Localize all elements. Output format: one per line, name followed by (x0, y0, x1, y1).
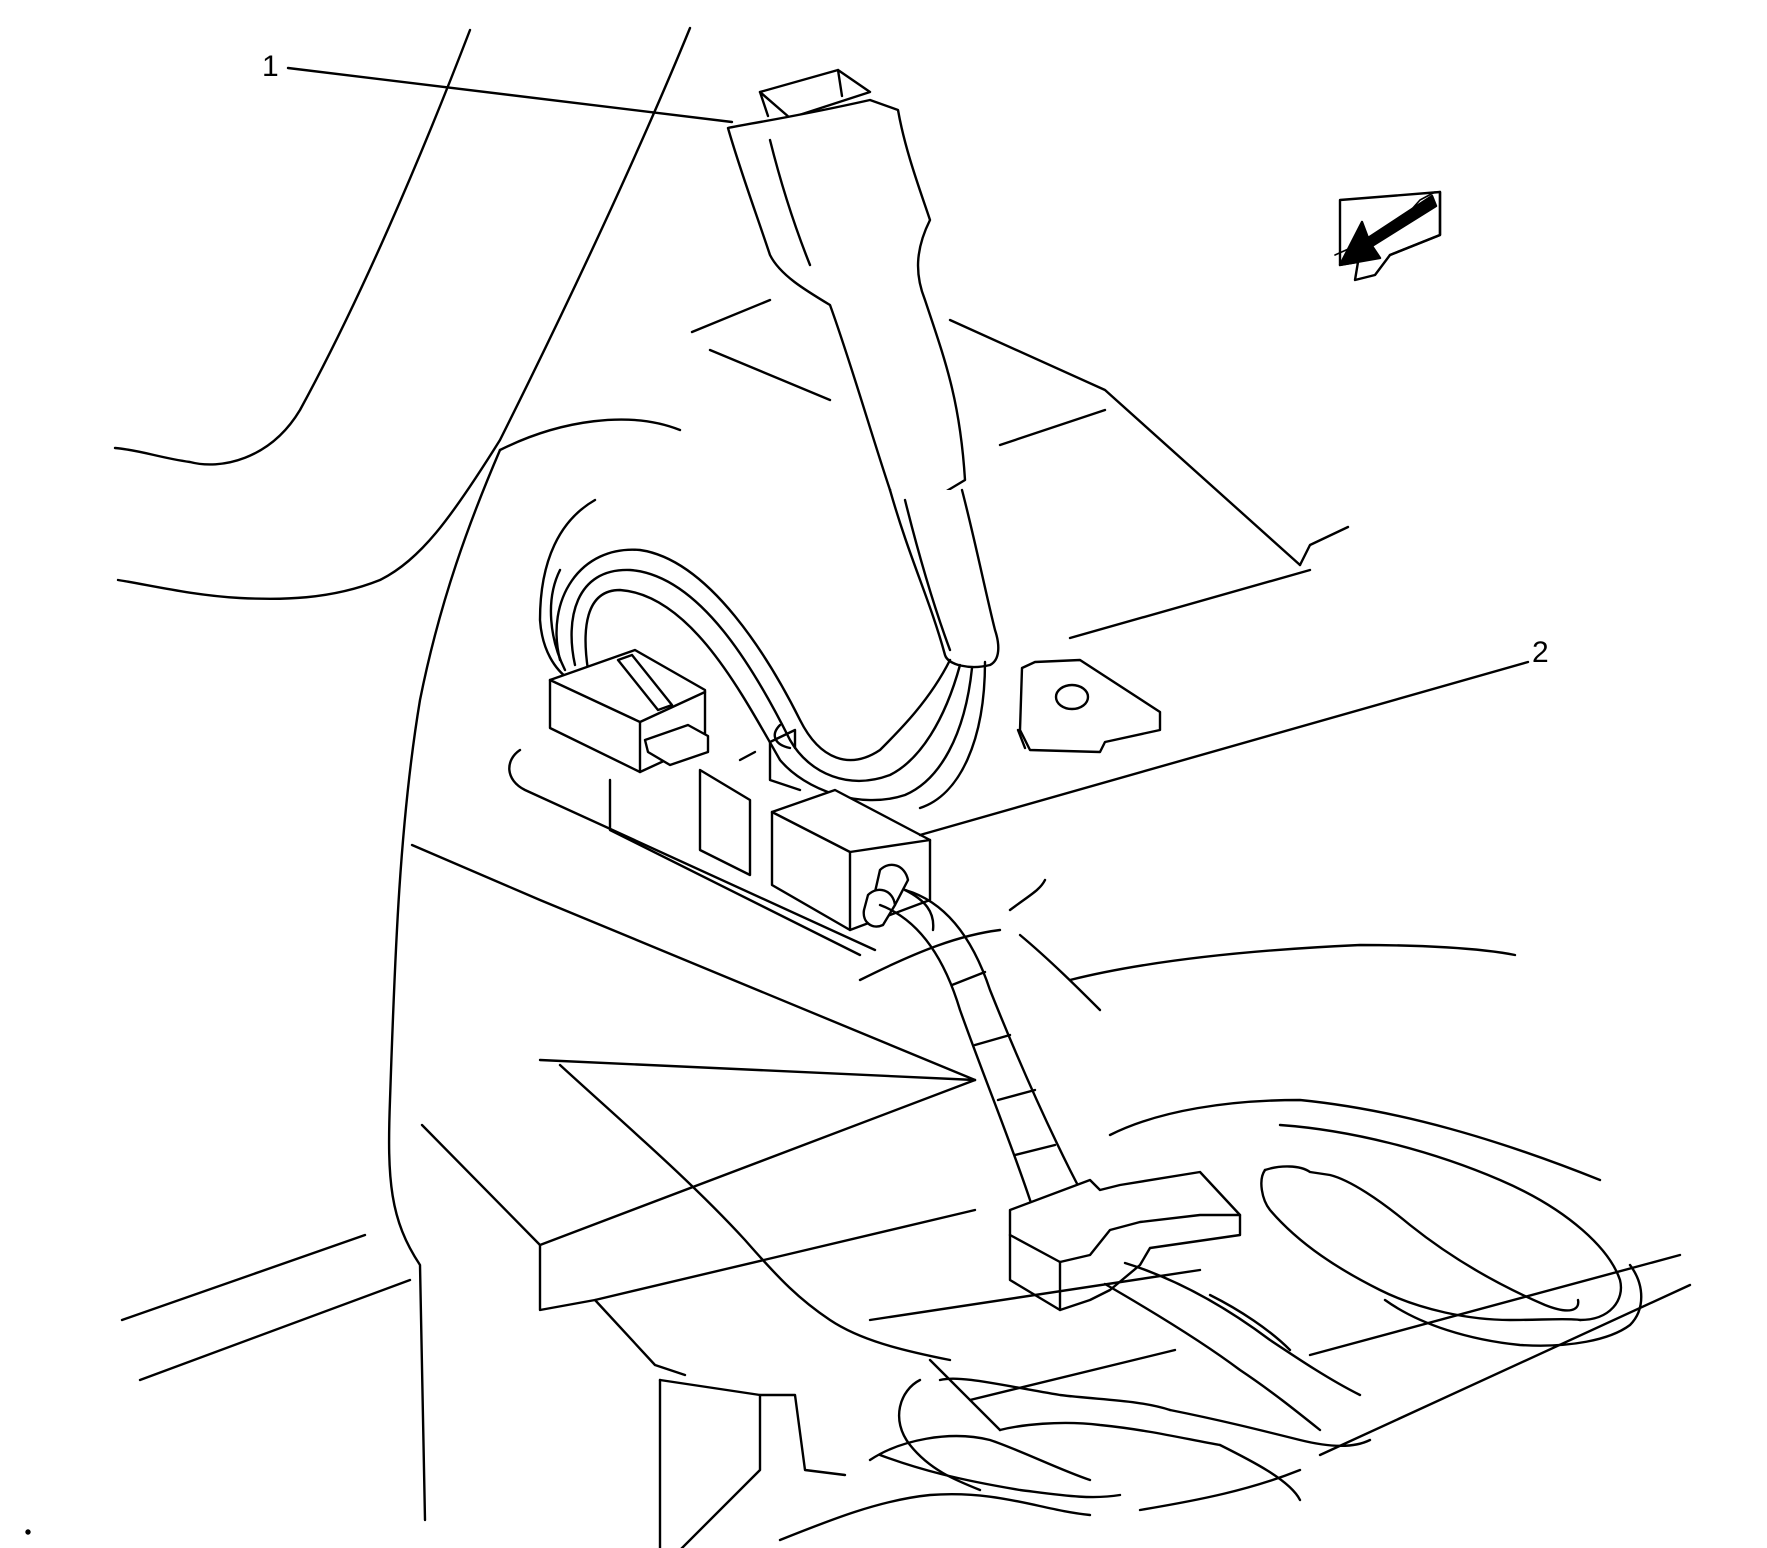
lever-knob-ridge (758, 68, 844, 118)
console-right-edge (948, 318, 1302, 567)
lower-floor-structure (410, 843, 1372, 1548)
callout-2-label: 2 (1532, 636, 1549, 669)
shifter-wiring-loops (538, 498, 987, 810)
mounting-hole (1054, 683, 1090, 711)
console-shelf-line (998, 408, 1107, 447)
mounting-bracket (1016, 658, 1162, 754)
callout-leaders (286, 66, 1530, 837)
left-connector (548, 648, 710, 774)
panel-curve-long (116, 26, 692, 601)
callout-1-leader (286, 66, 734, 124)
console-top-edge (690, 298, 772, 334)
lever-shaft (888, 488, 1000, 669)
panel-curve-left-upper (113, 28, 472, 466)
console-right-notch (1298, 525, 1350, 567)
lever-handle-inner-line (768, 138, 812, 267)
pillar-left-edge (387, 448, 502, 1522)
callout-2-leader (918, 660, 1530, 837)
right-floor-area (1068, 943, 1692, 1457)
body-panel-outlines (113, 26, 1350, 1522)
console-top-edge-2 (708, 348, 832, 402)
lever-shaft-inner (903, 498, 952, 652)
gear-selector-lever (726, 68, 1000, 669)
stray-dot (25, 1529, 31, 1535)
floor-line-left-1 (120, 1233, 367, 1322)
pillar-inner-edge (498, 418, 682, 452)
lever-handle-outline (726, 98, 967, 502)
floor-line-left-2 (138, 1278, 412, 1382)
lever-knob-top (758, 68, 872, 120)
connector-terminal-2 (862, 888, 897, 928)
right-connector (770, 788, 932, 932)
console-lower-shelf (1068, 568, 1312, 640)
harness-clip (1008, 1170, 1242, 1312)
callout-1-label: 1 (262, 50, 279, 83)
front-direction-arrow-icon (1334, 190, 1442, 282)
console-base-plate (508, 723, 877, 957)
